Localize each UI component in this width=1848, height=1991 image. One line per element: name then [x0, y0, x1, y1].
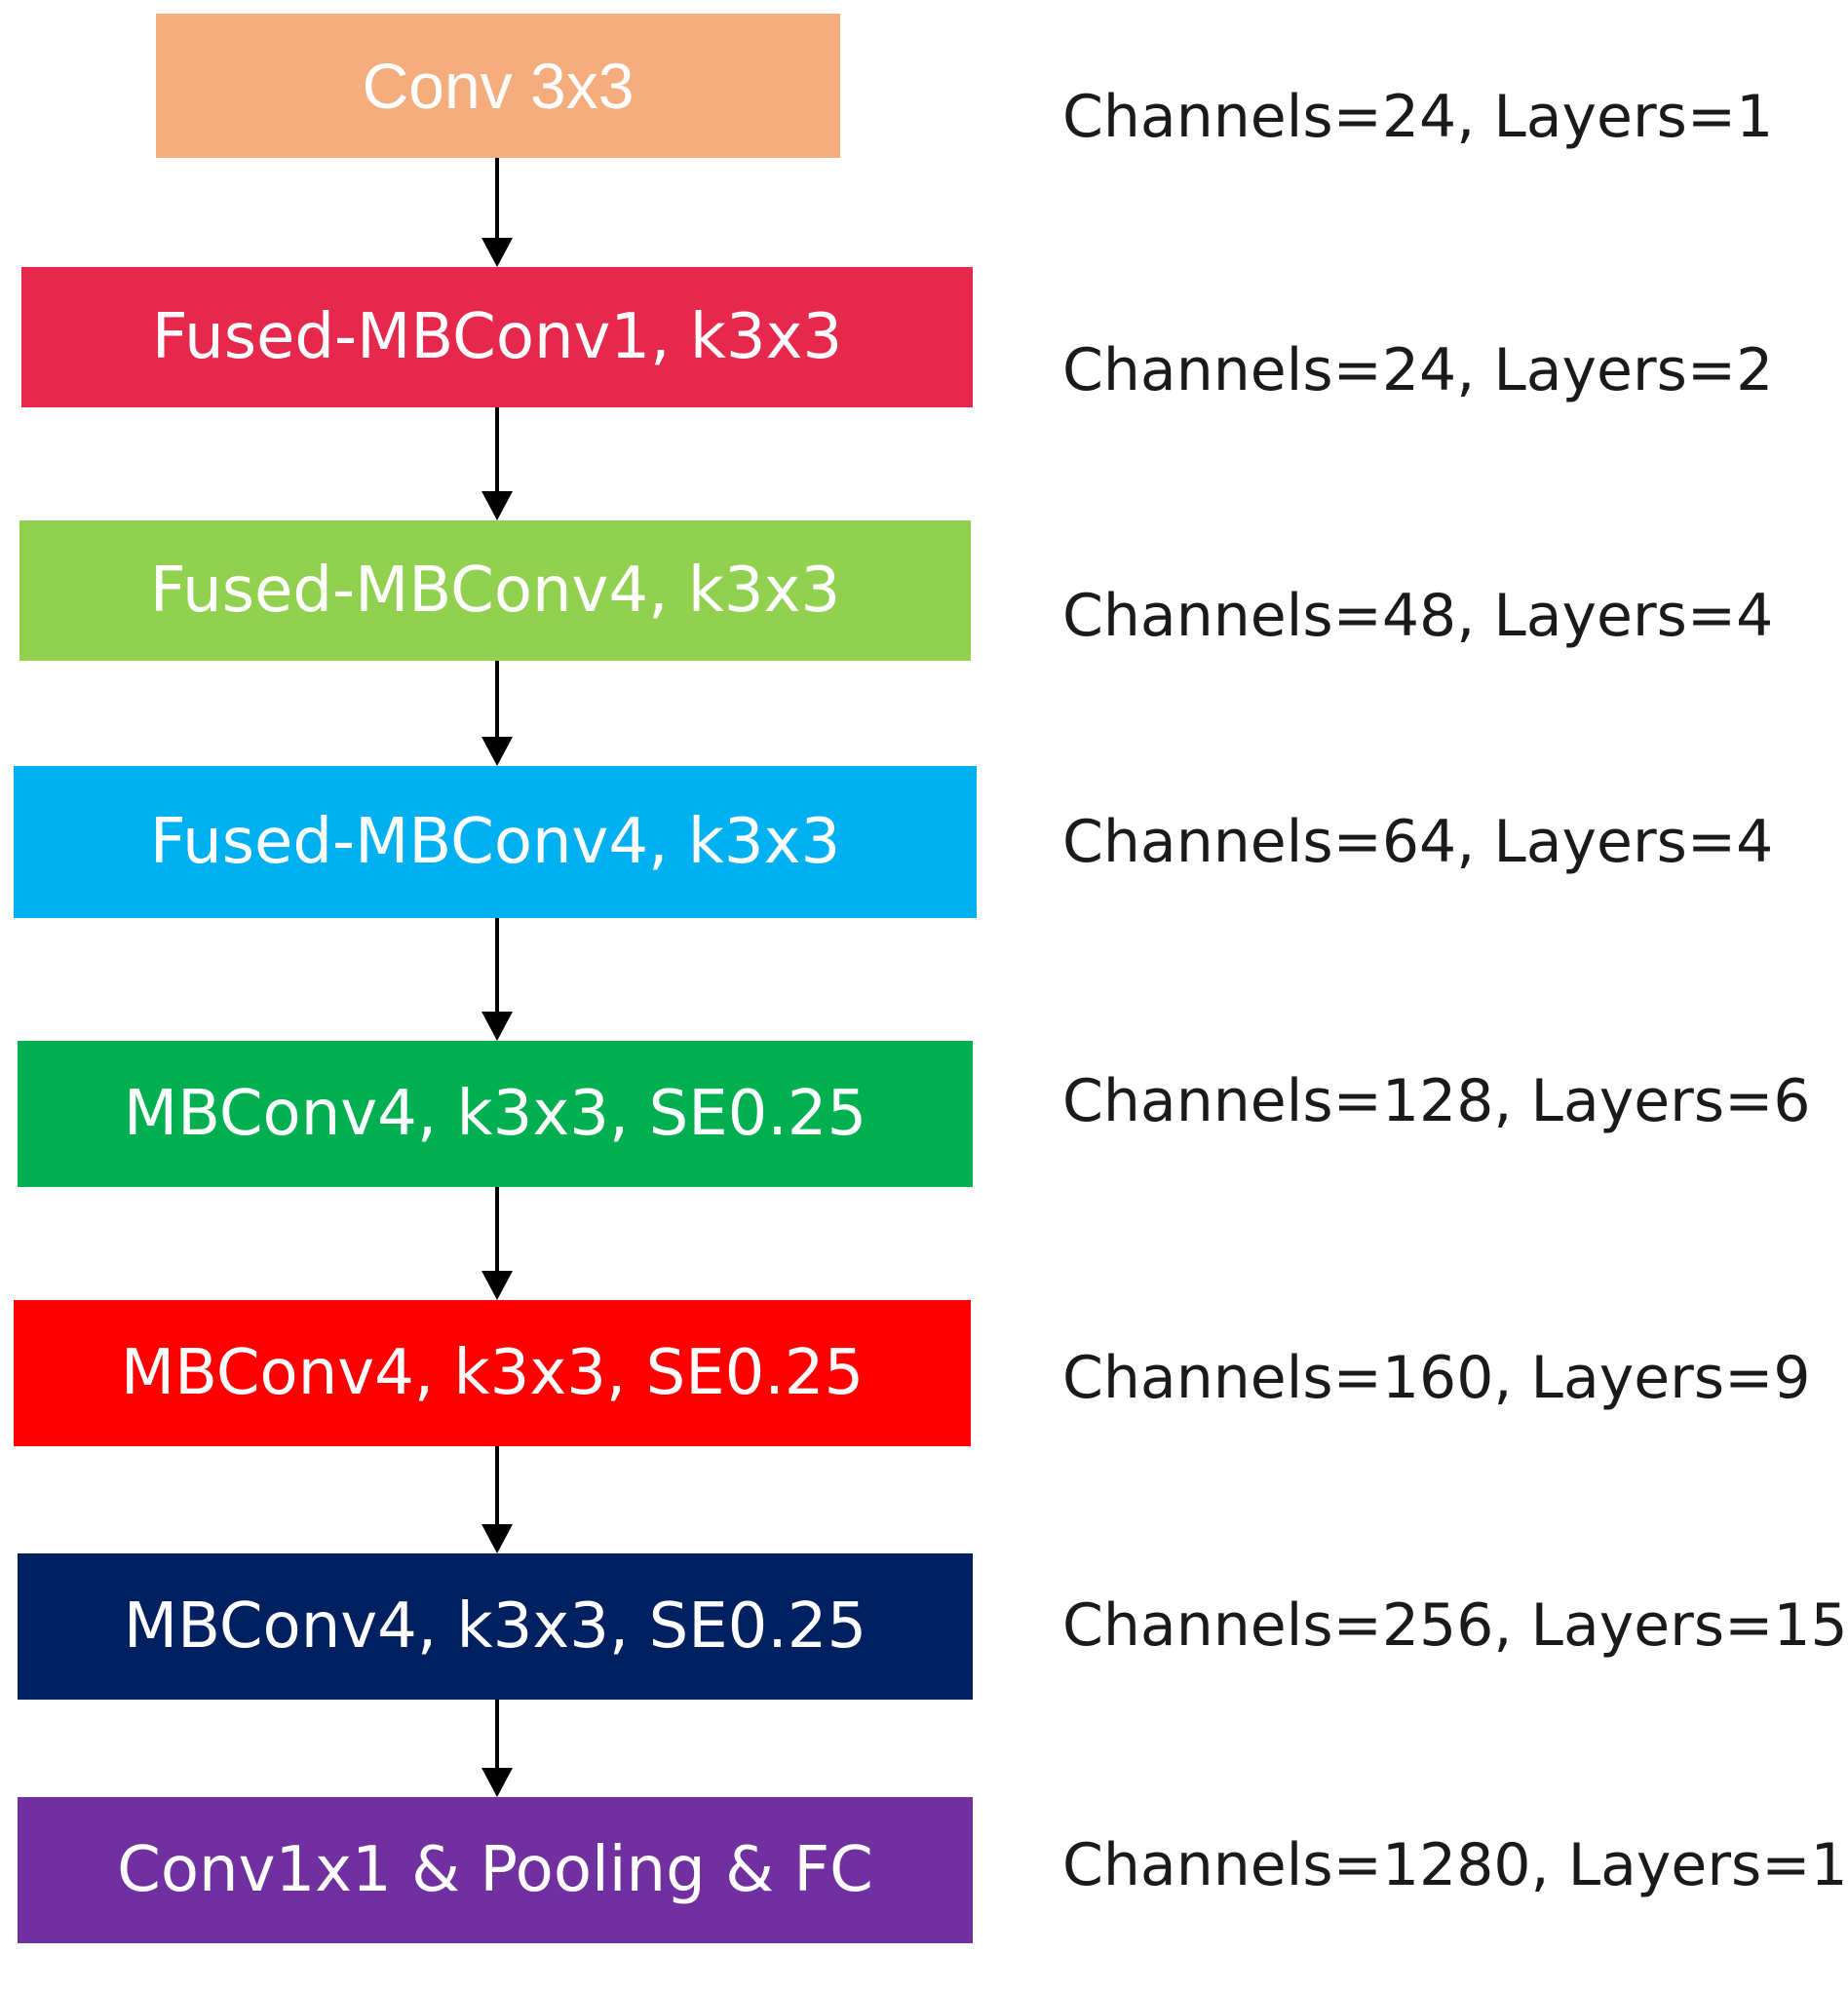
block-mbconv4-c: MBConv4, k3x3, SE0.25 [18, 1553, 973, 1700]
block-head: Conv1x1 & Pooling & FC [18, 1797, 973, 1943]
arrow-head [481, 1012, 513, 1041]
block-label: MBConv4, k3x3, SE0.25 [123, 1078, 867, 1150]
arrow-head [481, 737, 513, 766]
block-label: Fused-MBConv4, k3x3 [149, 806, 841, 878]
block-mbconv4-b: MBConv4, k3x3, SE0.25 [14, 1300, 971, 1446]
block-label: MBConv4, k3x3, SE0.25 [123, 1590, 867, 1663]
block-fused-mbconv4-a: Fused-MBConv4, k3x3 [19, 520, 971, 661]
block-fused-mbconv4-b: Fused-MBConv4, k3x3 [14, 766, 977, 918]
block-label: Conv1x1 & Pooling & FC [117, 1834, 873, 1906]
block-label: Fused-MBConv1, k3x3 [151, 301, 843, 373]
info-mbconv4-b: Channels=160, Layers=9 [1062, 1344, 1811, 1412]
arrow-head [481, 1768, 513, 1797]
block-label: MBConv4, k3x3, SE0.25 [120, 1337, 865, 1409]
arrow-head [481, 1271, 513, 1300]
arrow-head [481, 1524, 513, 1553]
info-mbconv4-c: Channels=256, Layers=15 [1062, 1591, 1848, 1660]
block-mbconv4-a: MBConv4, k3x3, SE0.25 [18, 1041, 973, 1187]
info-fused-mbconv4-b: Channels=64, Layers=4 [1062, 808, 1774, 876]
info-fused-mbconv1: Channels=24, Layers=2 [1062, 336, 1774, 404]
info-fused-mbconv4-a: Channels=48, Layers=4 [1062, 582, 1774, 650]
arrow-head [481, 491, 513, 520]
info-mbconv4-a: Channels=128, Layers=6 [1062, 1067, 1811, 1135]
info-conv-stem: Channels=24, Layers=1 [1062, 83, 1774, 151]
block-conv-stem: Conv 3x3 [156, 14, 840, 158]
block-label: Conv 3x3 [362, 50, 635, 122]
arrow-head [481, 238, 513, 267]
info-head: Channels=1280, Layers=1 [1062, 1831, 1848, 1899]
block-fused-mbconv1: Fused-MBConv1, k3x3 [21, 267, 973, 407]
block-label: Fused-MBConv4, k3x3 [149, 555, 841, 627]
